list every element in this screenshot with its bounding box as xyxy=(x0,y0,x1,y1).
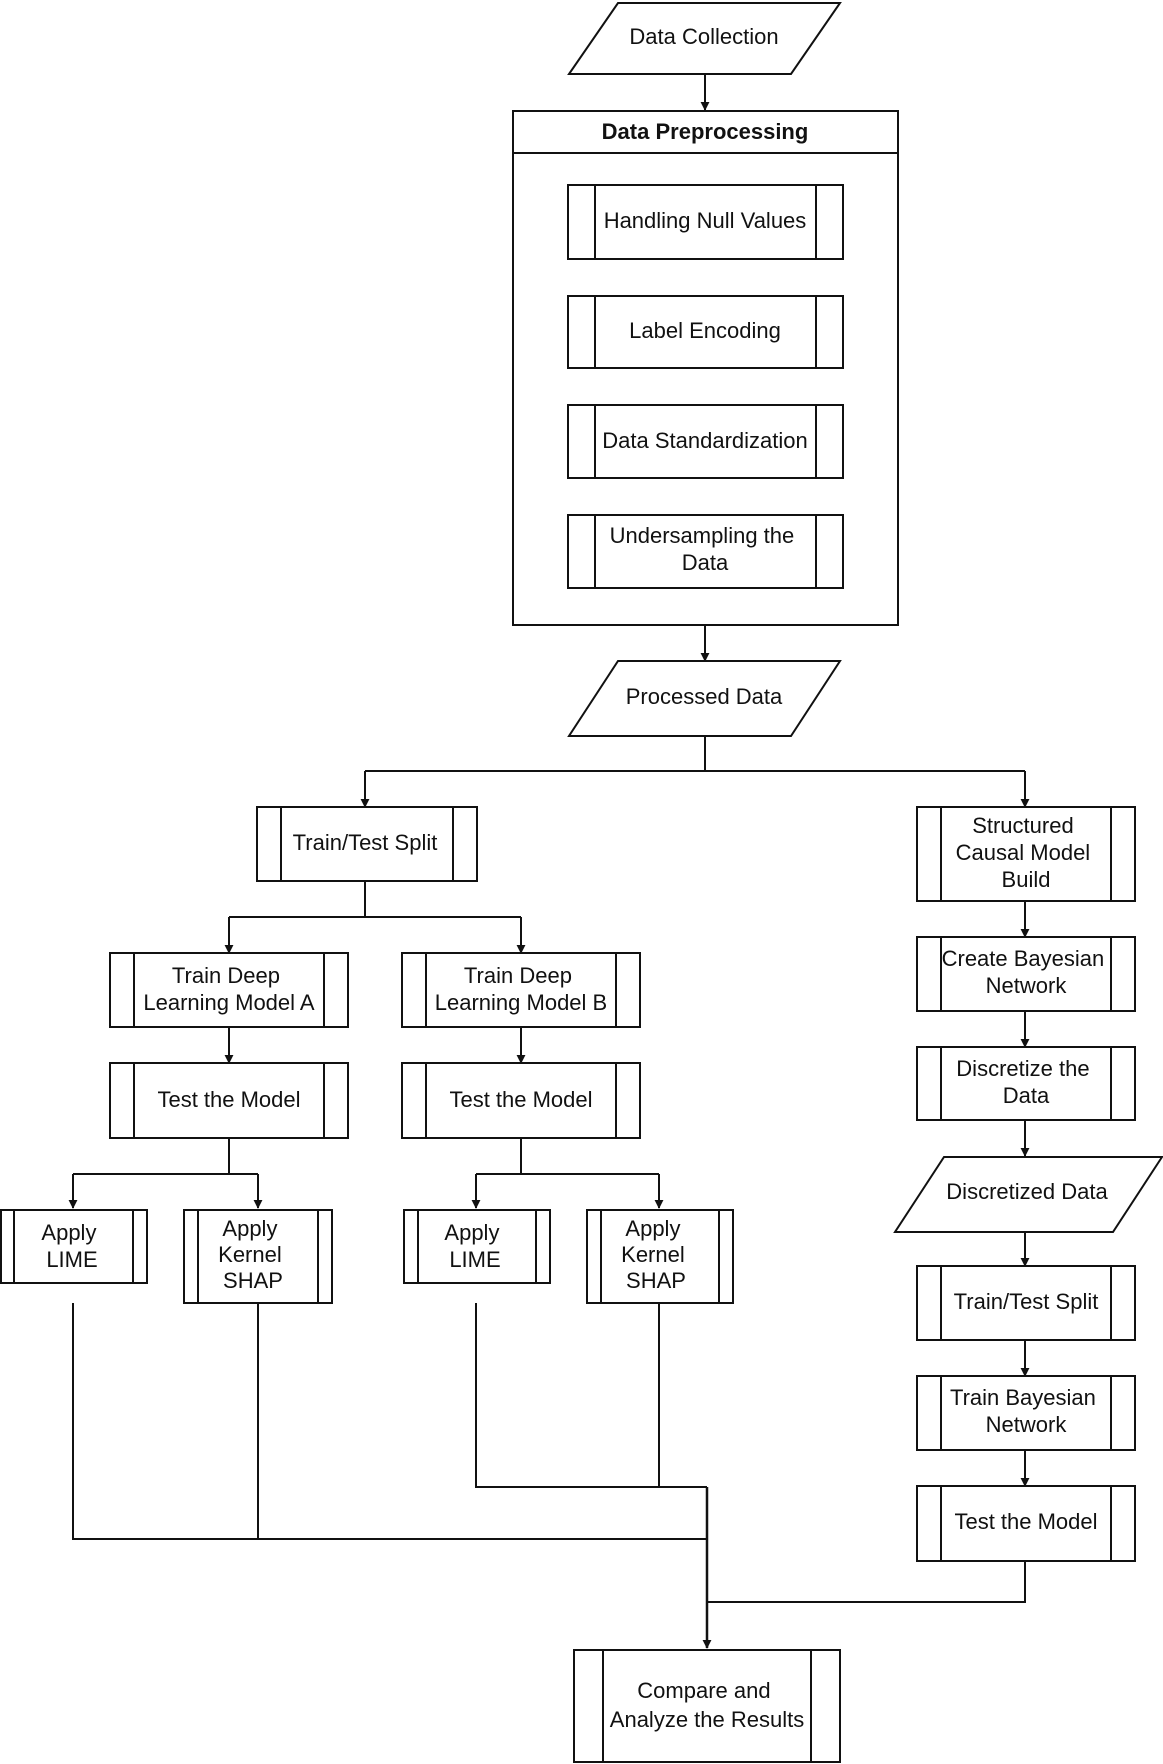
svg-text:Train Deep Learning Mo: Train Deep Learning Model B xyxy=(435,963,607,1015)
node-label-line: Train Deep xyxy=(464,963,572,988)
node-label: Processed Data xyxy=(626,684,783,709)
svg-text:Train/Test Split: Train/Test Split xyxy=(954,1289,1099,1314)
node-label: Test the Model xyxy=(449,1087,592,1112)
connector-processed-branch xyxy=(365,736,1025,772)
node-label-line: Apply xyxy=(41,1220,96,1245)
node-label: Train/Test Split xyxy=(293,830,438,855)
node-label-encoding: Label Encoding xyxy=(567,295,844,369)
node-apply-shap-b: Apply Kernel SHAP xyxy=(586,1209,734,1304)
connector-test-b-branch xyxy=(476,1138,659,1175)
svg-text:Train Deep Learning Mo: Train Deep Learning Model A xyxy=(143,963,315,1015)
node-label-line: Compare and xyxy=(637,1678,770,1703)
connector-test-a-branch xyxy=(73,1138,258,1175)
connector-lime-a-to-merge xyxy=(72,1303,707,1540)
node-apply-lime-a: Apply LIME xyxy=(0,1209,148,1284)
node-train-model-b: Train Deep Learning Model B xyxy=(401,952,641,1028)
node-label-line: SHAP xyxy=(223,1268,283,1293)
svg-text:Apply Kernel S: Apply Kernel SHAP xyxy=(621,1216,691,1293)
node-label-line: Data xyxy=(682,550,729,575)
node-compare-analyze: Compare and Analyze the Results xyxy=(573,1649,841,1763)
node-handling-null-values: Handling Null Values xyxy=(567,184,844,260)
node-apply-lime-b: Apply LIME xyxy=(403,1209,551,1284)
svg-text:Apply LIME: Apply LIME xyxy=(41,1220,102,1272)
svg-text:Compare and Analyze th: Compare and Analyze the Results xyxy=(610,1678,804,1732)
node-label-line: Build xyxy=(1002,867,1051,892)
svg-text:Label Encoding: Label Encoding xyxy=(629,318,781,343)
node-train-test-split-left: Train/Test Split xyxy=(256,806,478,882)
node-label-line: Data xyxy=(1003,1083,1050,1108)
svg-text:Discretized Data: Discretized Data xyxy=(946,1179,1108,1204)
node-discretized-data: Discretized Data xyxy=(893,1156,1163,1233)
node-label-line: Apply xyxy=(444,1220,499,1245)
svg-text:Structured Causal Mode: Structured Causal Model Build xyxy=(956,813,1097,892)
node-data-standardization: Data Standardization xyxy=(567,404,844,479)
node-label: Train/Test Split xyxy=(954,1289,1099,1314)
node-create-bayesian-network: Create Bayesian Network xyxy=(916,936,1136,1012)
svg-text:Data Collection: Data Collection xyxy=(629,24,778,49)
node-label-line: LIME xyxy=(46,1247,97,1272)
node-label-line: LIME xyxy=(449,1247,500,1272)
svg-text:Test the Model: Test the Model xyxy=(449,1087,592,1112)
node-discretize-data: Discretize the Data xyxy=(916,1046,1136,1121)
svg-text:Test the Model: Test the Model xyxy=(157,1087,300,1112)
node-label-line: Network xyxy=(986,973,1068,998)
node-label: Test the Model xyxy=(954,1509,1097,1534)
node-test-model-b: Test the Model xyxy=(401,1062,641,1139)
node-label-line: Kernel xyxy=(621,1242,685,1267)
node-train-test-split-right: Train/Test Split xyxy=(916,1265,1136,1341)
node-label-line: Structured xyxy=(972,813,1074,838)
node-label-line: SHAP xyxy=(626,1268,686,1293)
node-label: Test the Model xyxy=(157,1087,300,1112)
node-label-line: Learning Model A xyxy=(143,990,315,1015)
node-label: Handling Null Values xyxy=(604,208,807,233)
svg-text:Data Standardization: Data Standardization xyxy=(602,428,807,453)
node-label-line: Causal Model xyxy=(956,840,1091,865)
node-label: Data Collection xyxy=(629,24,778,49)
node-data-collection: Data Collection xyxy=(567,2,842,75)
node-label-line: Kernel xyxy=(218,1242,282,1267)
node-label-line: Train Deep xyxy=(172,963,280,988)
node-label: Discretized Data xyxy=(946,1179,1108,1204)
svg-text:Train/Test Split: Train/Test Split xyxy=(293,830,438,855)
node-label-line: Train Bayesian xyxy=(950,1385,1096,1410)
connector-test-right-to-merge xyxy=(707,1561,1026,1603)
node-label-line: Undersampling the xyxy=(610,523,795,548)
svg-text:Create Bayesian Networ: Create Bayesian Network xyxy=(942,946,1111,998)
node-label-line: Analyze the Results xyxy=(610,1707,804,1732)
connector-lime-b-to-merge xyxy=(475,1303,707,1488)
node-label-line: Apply xyxy=(222,1216,277,1241)
node-label-line: Discretize the xyxy=(956,1056,1089,1081)
container-title: Data Preprocessing xyxy=(602,119,809,144)
connectors xyxy=(68,74,1030,1649)
node-test-model-a: Test the Model xyxy=(109,1062,349,1139)
svg-text:Train Bayesian Network: Train Bayesian Network xyxy=(950,1385,1102,1437)
node-label-line: Create Bayesian xyxy=(942,946,1105,971)
svg-text:Apply Kernel S: Apply Kernel SHAP xyxy=(218,1216,288,1293)
node-train-bayesian-network: Train Bayesian Network xyxy=(916,1375,1136,1451)
node-test-model-right: Test the Model xyxy=(916,1485,1136,1562)
node-apply-shap-a: Apply Kernel SHAP xyxy=(183,1209,333,1304)
node-label-line: Network xyxy=(986,1412,1068,1437)
svg-text:Data Preprocessing: Data Preprocessing xyxy=(602,119,809,144)
node-undersampling: Undersampling the Data xyxy=(567,514,844,589)
svg-text:Discretize the Data: Discretize the Data xyxy=(956,1056,1095,1108)
node-label: Label Encoding xyxy=(629,318,781,343)
svg-text:Processed Data: Processed Data xyxy=(626,684,783,709)
connector-split-branch xyxy=(229,881,521,918)
svg-text:Apply LIME: Apply LIME xyxy=(444,1220,505,1272)
node-label-line: Apply xyxy=(625,1216,680,1241)
svg-text:Undersampling the Data: Undersampling the Data xyxy=(610,523,801,575)
node-processed-data: Processed Data xyxy=(567,660,842,737)
node-label: Data Standardization xyxy=(602,428,807,453)
node-structured-causal-model: Structured Causal Model Build xyxy=(916,806,1136,902)
svg-text:Handling Null Values: Handling Null Values xyxy=(604,208,807,233)
node-train-model-a: Train Deep Learning Model A xyxy=(109,952,349,1028)
node-label-line: Learning Model B xyxy=(435,990,607,1015)
svg-text:Test the Model: Test the Model xyxy=(954,1509,1097,1534)
